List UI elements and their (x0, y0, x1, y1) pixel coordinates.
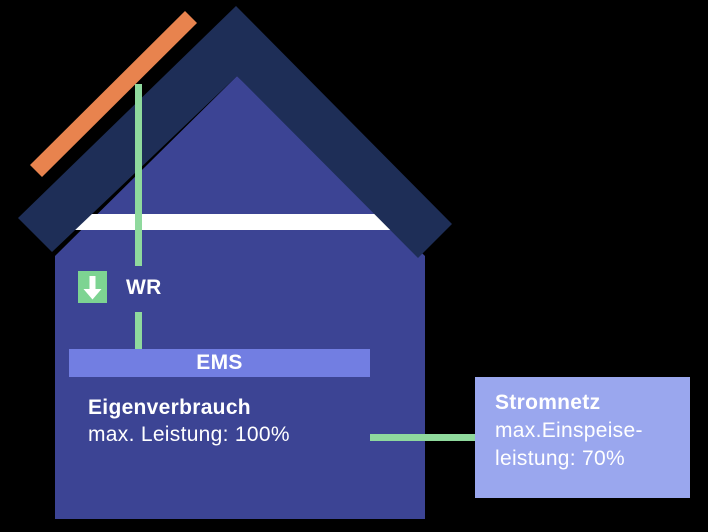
ems-label: EMS (196, 351, 243, 374)
grid-caption: Stromnetz max.Einspeise- leistung: 70% (495, 389, 643, 473)
energy-line-house-to-grid (370, 434, 477, 441)
self-consumption-title: Eigenverbrauch (88, 396, 251, 419)
solar-panel (30, 11, 197, 177)
house-body (55, 76, 425, 519)
roof (18, 6, 452, 258)
grid-title: Stromnetz (495, 391, 601, 414)
energy-line-panel-to-inverter (135, 84, 142, 266)
grid-box (475, 377, 690, 498)
down-arrow-icon (83, 276, 102, 300)
self-consumption-detail: max. Leistung: 100% (88, 423, 290, 446)
ems-bar (69, 349, 370, 377)
energy-line-inverter-to-ems (135, 312, 142, 349)
inverter-label: WR (126, 276, 162, 299)
self-consumption-caption: Eigenverbrauch max. Leistung: 100% (88, 394, 290, 448)
roof-trim-stripe (55, 214, 425, 230)
grid-detail-line1: max.Einspeise- (495, 419, 643, 442)
grid-detail-line2: leistung: 70% (495, 447, 625, 470)
